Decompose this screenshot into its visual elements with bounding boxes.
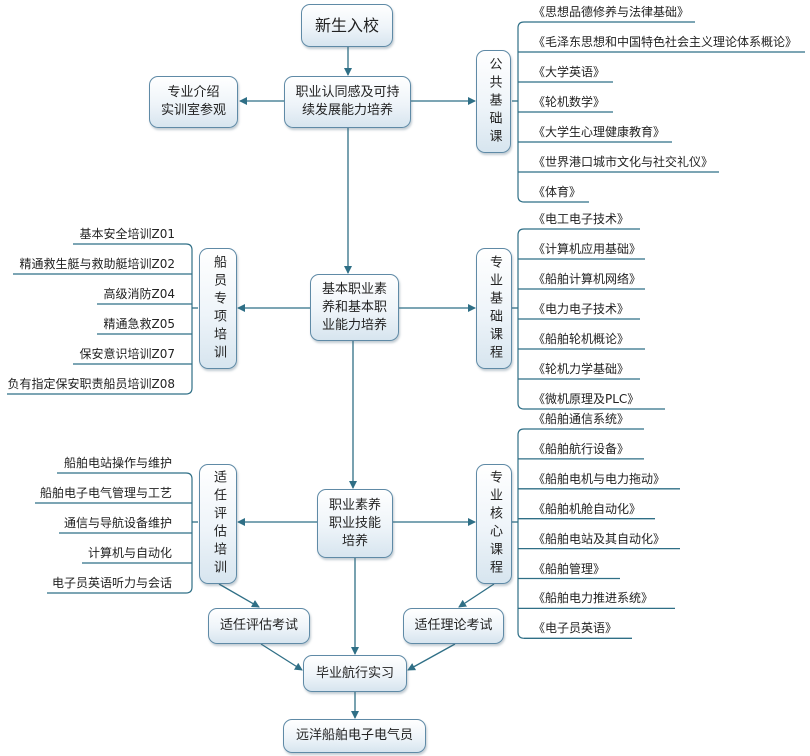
public-courses-item: 《体育》 xyxy=(533,185,582,199)
arrow-assessment-to-internship xyxy=(260,643,303,671)
major-basic-item: 《电工电子技术》 xyxy=(533,212,630,226)
major-core-item: 《船舶电站及其自动化》 xyxy=(533,531,666,546)
crew-training-item: 高级消防Z04 xyxy=(103,287,176,301)
node-skills: 职业素养 职业技能 培养 xyxy=(317,489,393,558)
major-basic-item: 《计算机应用基础》 xyxy=(533,242,642,256)
major-core-item: 《船舶机舱自动化》 xyxy=(533,501,642,516)
public-courses-item: 《思想品德修养与法律基础》 xyxy=(533,5,690,19)
major-basic-item: 《船舶计算机网络》 xyxy=(533,272,642,286)
major-basic-item: 《电力电子技术》 xyxy=(533,302,630,316)
node-intro: 专业介绍 实训室参观 xyxy=(149,76,238,128)
public-courses-item: 《大学英语》 xyxy=(533,65,606,79)
competency-training-item: 船舶电子电气管理与工艺 xyxy=(39,486,172,500)
major-core-item: 《船舶管理》 xyxy=(533,561,606,576)
competency-training-item: 通信与导航设备维护 xyxy=(63,516,172,530)
major-basic-item: 《轮机力学基础》 xyxy=(533,362,630,376)
node-major-basic: 专业基础课程 xyxy=(476,248,512,369)
competency-training-item: 电子员英语听力与会话 xyxy=(51,576,172,590)
major-basic-item: 《船舶轮机概论》 xyxy=(533,332,630,346)
node-public-courses: 公共基础课 xyxy=(476,50,511,153)
competency-training-item: 船舶电站操作与维护 xyxy=(63,456,172,470)
node-crew-training: 船员专项培训 xyxy=(199,248,237,369)
crew-training-item: 负有指定保安职责船员培训Z08 xyxy=(7,377,176,391)
public-courses-item: 《毛泽东思想和中国特色社会主义理论体系概论》 xyxy=(533,35,798,49)
node-theory-exam: 适任理论考试 xyxy=(403,608,504,644)
public-courses-item: 《大学生心理健康教育》 xyxy=(533,125,666,139)
crew-training-item: 保安意识培训Z07 xyxy=(79,347,176,361)
arrow-to-assessment-exam xyxy=(218,583,260,608)
crew-training-item: 精通急救Z05 xyxy=(103,317,176,331)
node-assessment-exam: 适任评估考试 xyxy=(208,608,310,644)
node-major-core: 专业核心课程 xyxy=(476,464,512,584)
node-result: 远洋船舶电子电气员 xyxy=(283,719,426,753)
major-core-item: 《船舶通信系统》 xyxy=(533,412,630,426)
major-core-item: 《船舶航行设备》 xyxy=(533,441,630,456)
arrow-to-theory-exam xyxy=(458,583,495,608)
major-core-item: 《电子员英语》 xyxy=(533,621,618,636)
node-internship: 毕业航行实习 xyxy=(303,655,407,692)
major-core-item: 《船舶电力推进系统》 xyxy=(533,591,654,606)
crew-training-item: 精通救生艇与救助艇培训Z02 xyxy=(19,257,176,271)
arrow-theory-to-internship xyxy=(407,643,456,671)
major-core-item: 《船舶电机与电力拖动》 xyxy=(533,471,666,486)
bracket-crew_training xyxy=(185,243,193,395)
public-courses-item: 《轮机数学》 xyxy=(533,95,606,109)
node-start: 新生入校 xyxy=(301,4,393,47)
crew-training-item: 基本安全培训Z01 xyxy=(79,227,176,241)
major-basic-item: 《微机原理及PLC》 xyxy=(533,392,640,406)
bracket-major_core xyxy=(517,428,525,639)
node-competency-training: 适任评估培训 xyxy=(199,464,237,584)
competency-training-item: 计算机与自动化 xyxy=(87,546,172,560)
node-basic: 基本职业素养和基本职业能力培养 xyxy=(310,274,399,341)
public-courses-item: 《世界港口城市文化与社交礼仪》 xyxy=(533,155,714,169)
node-identity: 职业认同感及可持续发展能力培养 xyxy=(284,76,411,128)
